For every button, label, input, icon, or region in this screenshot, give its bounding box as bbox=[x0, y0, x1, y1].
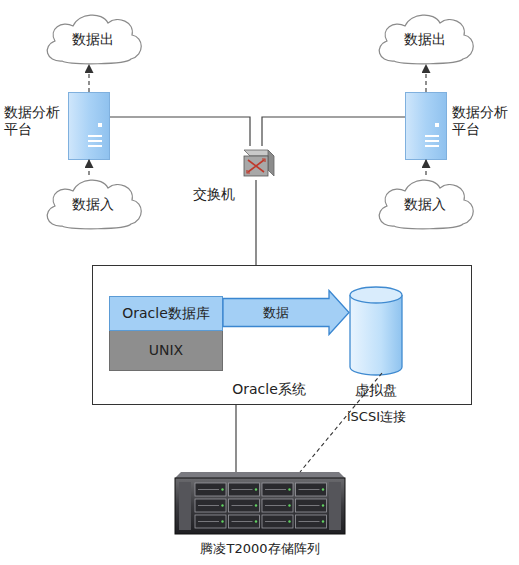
storage-array: 腾凌T2000存储阵列 bbox=[175, 472, 345, 534]
node-label: 数据分析 平台 bbox=[4, 104, 66, 138]
database-box: Oracle数据库 bbox=[109, 296, 223, 331]
node-label: 腾凌T2000存储阵列 bbox=[145, 540, 375, 557]
node-label: 数据分析 平台 bbox=[452, 104, 514, 138]
node-label: 数据入 bbox=[372, 175, 477, 230]
cloud-shape: 数据入 bbox=[40, 175, 145, 230]
cloud-shape: 数据入 bbox=[372, 175, 477, 230]
storage-array-outline bbox=[175, 472, 345, 534]
connector-line bbox=[110, 117, 250, 146]
dashed-connector bbox=[88, 65, 89, 92]
node-label: Oracle数据库 bbox=[110, 297, 222, 330]
server-icon: 数据分析 平台 bbox=[405, 92, 447, 160]
node-label: Oracle系统 bbox=[221, 381, 317, 398]
network-switch: 交换机 bbox=[238, 146, 274, 180]
dashed-connector bbox=[88, 160, 89, 175]
os-box: UNIX bbox=[109, 331, 223, 371]
node-label: 数据出 bbox=[372, 10, 477, 65]
server-icon-outline bbox=[68, 92, 110, 160]
virtual-disk-cylinder: 虚拟盘 bbox=[349, 286, 403, 376]
edge-label: 数据 bbox=[263, 305, 289, 321]
node-label: 交换机 bbox=[191, 186, 237, 203]
server-icon: 数据分析 平台 bbox=[68, 92, 110, 160]
server-icon-outline bbox=[405, 92, 447, 160]
connector-line bbox=[235, 405, 236, 472]
cloud-shape: 数据出 bbox=[372, 10, 477, 65]
dashed-connector bbox=[425, 65, 426, 92]
node-label: UNIX bbox=[110, 331, 222, 370]
connector-line bbox=[255, 180, 256, 265]
edge-label: iSCSI连接 bbox=[347, 409, 406, 425]
connector-line bbox=[262, 117, 405, 146]
system-frame: Oracle系统 Oracle数据库UNIX 虚拟盘 bbox=[92, 265, 472, 405]
network-switch-outline bbox=[238, 146, 274, 180]
node-label: 数据出 bbox=[40, 10, 145, 65]
node-label: 数据入 bbox=[40, 175, 145, 230]
virtual-disk-cylinder-outline bbox=[349, 286, 403, 376]
cloud-shape: 数据出 bbox=[40, 10, 145, 65]
dashed-connector bbox=[425, 160, 426, 175]
node-label: 虚拟盘 bbox=[335, 382, 417, 399]
